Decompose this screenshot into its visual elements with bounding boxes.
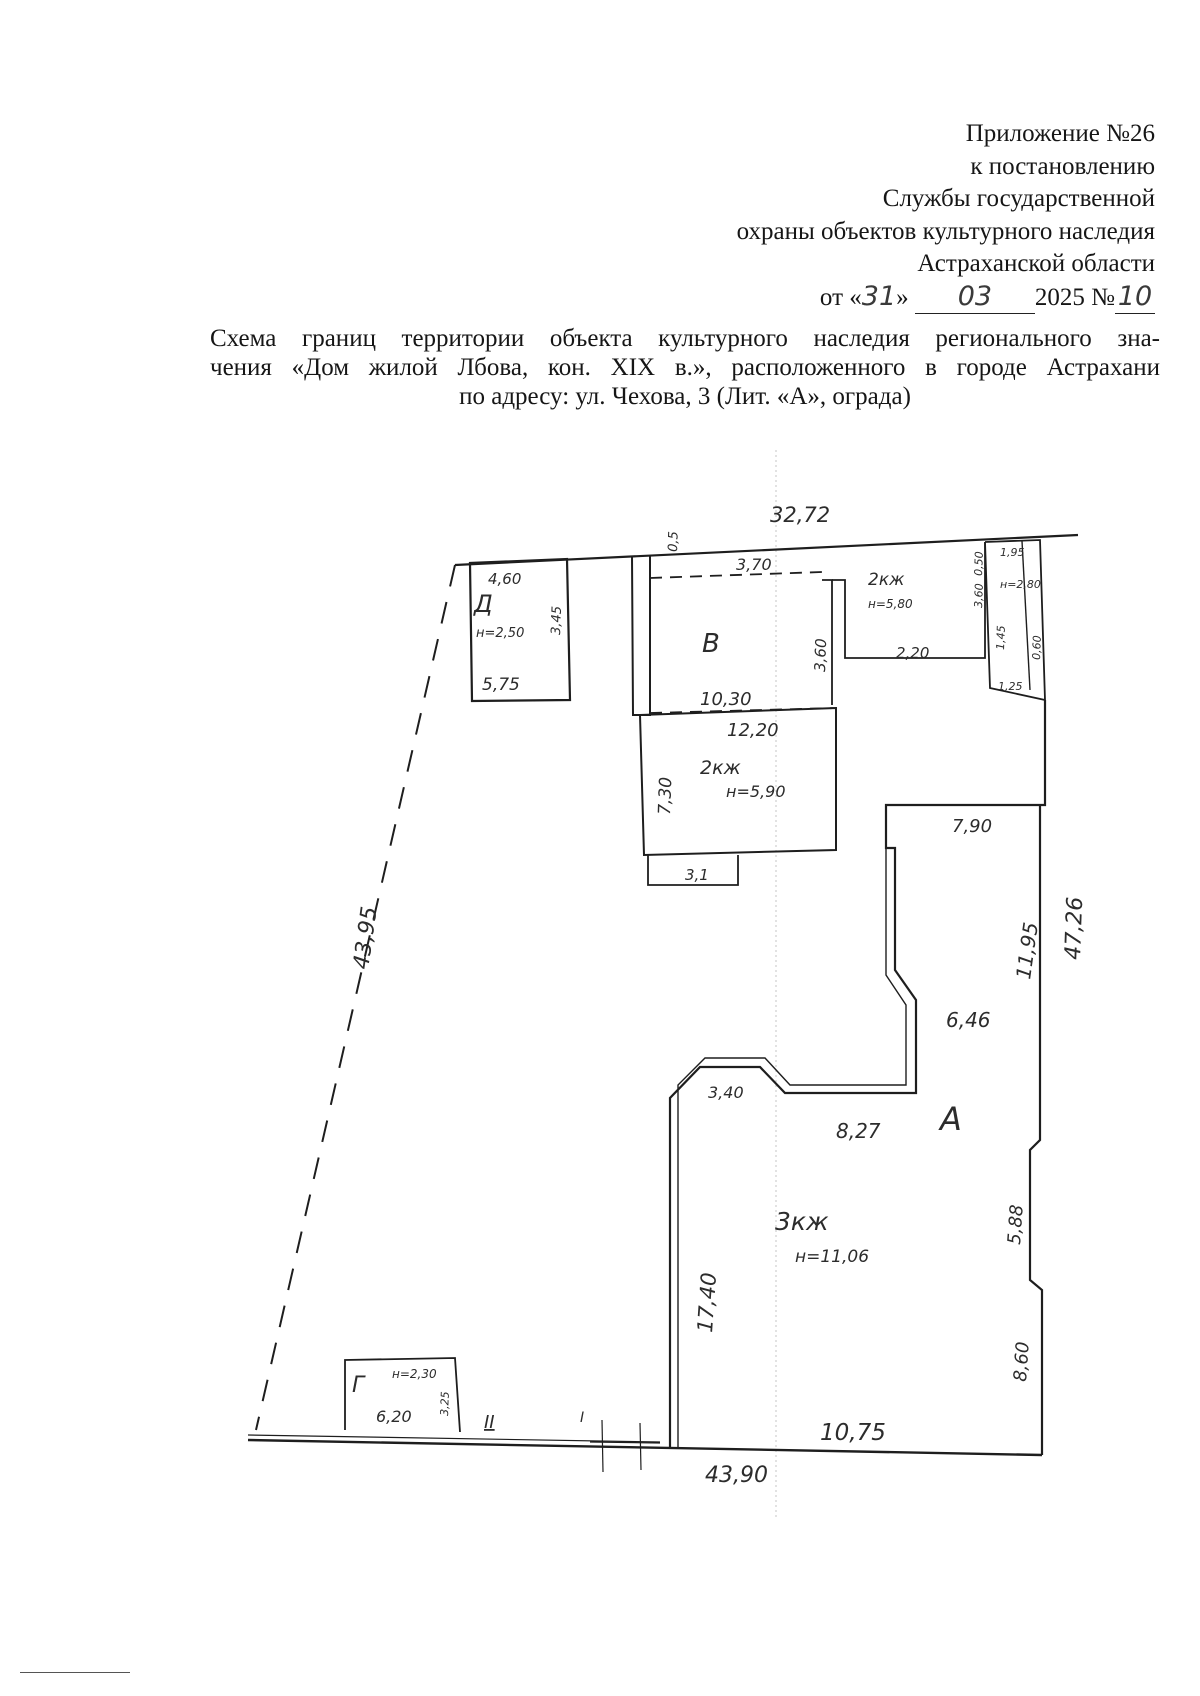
date-number: 10 xyxy=(1115,281,1155,314)
dim-a-right2: 8,60 xyxy=(1010,1341,1034,1382)
building-a-right xyxy=(1028,805,1044,1455)
dim-d-width: 4,60 xyxy=(488,570,521,588)
letter-d: Д xyxy=(473,590,493,618)
a-height: н=11,06 xyxy=(795,1247,869,1267)
dim-b-height: 7,30 xyxy=(655,777,676,816)
date-month: 03 xyxy=(914,281,1035,314)
dim-d-height: 5,75 xyxy=(482,675,520,695)
dim-a-side1: 11,95 xyxy=(1011,921,1043,981)
gate-marker-2 xyxy=(639,1422,642,1471)
gate-marker-3 xyxy=(589,1441,661,1444)
ne-height-2: н=2,80 xyxy=(1000,578,1041,591)
title-line-3: по адресу: ул. Чехова, 3 (Лит. «А», огра… xyxy=(459,383,911,410)
dim-a-mid: 6,46 xyxy=(946,1008,991,1032)
dim-b-side: 3,60 xyxy=(811,638,830,672)
dim-right: 47,26 xyxy=(1061,896,1088,960)
title-line-1: Схема границ территории объекта культурн… xyxy=(210,325,1160,352)
dim-a-notch: 3,40 xyxy=(708,1083,744,1102)
dim-ne-s4: 0,60 xyxy=(1030,635,1044,660)
letter-a: А xyxy=(938,1100,962,1138)
building-b-top xyxy=(649,571,823,579)
title-line-2: чения «Дом жилой Лбова, кон. XIX в.», ра… xyxy=(210,354,1160,381)
ne-floors: 2кж xyxy=(868,570,905,590)
date-mid: » xyxy=(896,283,909,311)
building-ne-fence xyxy=(1021,540,1031,691)
letter-g: Г xyxy=(352,1373,366,1398)
appendix-line-protection: охраны объектов культурного наследия xyxy=(736,217,1155,245)
dim-ne-s3: 1,45 xyxy=(994,625,1008,650)
appendix-line-resolution: к постановлению xyxy=(970,152,1155,180)
a-floors: 3кж xyxy=(775,1207,829,1236)
appendix-line-region: Астраханской области xyxy=(917,250,1155,277)
boundary-bottom xyxy=(247,1438,1043,1457)
building-a-outline xyxy=(668,700,1047,1447)
dim-top: 32,72 xyxy=(770,503,830,527)
dim-a-left: 17,40 xyxy=(693,1272,721,1334)
dim-b-left: 0,5 xyxy=(666,531,682,552)
dim-d-side: 3,45 xyxy=(549,606,565,635)
dim-a-right1: 5,88 xyxy=(1004,1204,1028,1245)
roman-small: I xyxy=(580,1410,584,1426)
building-g xyxy=(344,1357,461,1433)
dim-g-h: н=2,30 xyxy=(392,1367,437,1381)
b-height: н=5,90 xyxy=(726,782,786,801)
building-ne-small xyxy=(984,539,1046,702)
ne-height: н=5,80 xyxy=(868,597,913,611)
building-ne xyxy=(832,542,986,659)
gate-marker-1 xyxy=(601,1419,604,1473)
building-b-bottom xyxy=(649,707,837,714)
dim-a-bottom: 10,75 xyxy=(820,1420,886,1446)
b-floors: 2кж xyxy=(700,757,741,779)
dim-b-porch: 3,1 xyxy=(685,866,709,884)
dim-g-side: 3,25 xyxy=(438,1391,452,1416)
dim-d-h: н=2,50 xyxy=(476,626,524,641)
dim-b-width-bottom: 12,20 xyxy=(727,720,779,741)
dim-bottom: 43,90 xyxy=(705,1463,768,1488)
dim-ne-s5: 1,25 xyxy=(998,680,1023,693)
boundary-bottom-inner xyxy=(247,1434,661,1443)
dim-left: 43,95 xyxy=(349,905,383,971)
dim-b-width-top: 10,30 xyxy=(700,689,752,710)
boundary-left xyxy=(255,564,456,1431)
building-b-porch xyxy=(647,855,739,886)
building-d xyxy=(468,557,572,703)
dim-ne-width: 2,20 xyxy=(896,644,929,662)
roman-gate: II xyxy=(484,1412,495,1433)
appendix-line-service: Службы государственной xyxy=(882,185,1155,212)
appendix-header: Приложение №26 к постановлению Службы го… xyxy=(535,118,1155,314)
dim-ne-s1: 3,60 xyxy=(972,583,986,608)
date-prefix: от « xyxy=(819,283,862,311)
letter-b: В xyxy=(702,629,720,659)
scheme-title: Схема границ территории объекта культурн… xyxy=(210,324,1160,411)
date-day: 31 xyxy=(861,280,897,312)
dim-g-width: 6,20 xyxy=(376,1407,412,1426)
date-year-no: 2025 № xyxy=(1034,283,1115,311)
dim-ne-s2: 0,50 xyxy=(972,551,986,576)
building-a-inner-wall xyxy=(677,848,907,1447)
appendix-number: Приложение №26 xyxy=(965,120,1155,147)
dim-a-top: 7,90 xyxy=(952,816,992,837)
dim-a-notch2: 8,27 xyxy=(836,1119,881,1143)
dim-b-top: 3,70 xyxy=(736,555,772,574)
building-b-wall xyxy=(631,555,651,716)
footer-rule xyxy=(20,1672,130,1673)
dim-ne-s6: 1,95 xyxy=(1000,546,1025,559)
building-b-2floor xyxy=(638,706,837,857)
